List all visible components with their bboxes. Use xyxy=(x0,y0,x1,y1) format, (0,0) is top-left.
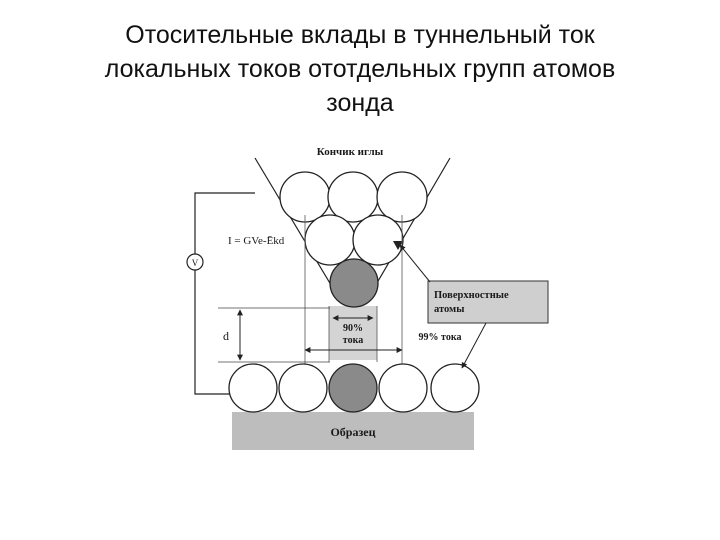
tip-apex-atom xyxy=(329,258,379,308)
title-line-3: зонда xyxy=(326,89,394,117)
sample-block xyxy=(232,412,474,450)
surface-atoms-box xyxy=(427,280,549,324)
tip-atom xyxy=(352,214,404,266)
sample-active-atom xyxy=(328,363,378,413)
sample-atom xyxy=(278,363,328,413)
sample-atom xyxy=(228,363,278,413)
current-99-label: 99% тока xyxy=(419,332,462,343)
tip-atom xyxy=(304,214,356,266)
circuit-wire xyxy=(194,192,255,395)
title-line-2: локальных токов ототдельных групп атомов xyxy=(104,55,616,83)
tip-cone-left xyxy=(254,157,341,301)
voltmeter-label: V xyxy=(192,258,199,268)
current-90-label: 90% xyxy=(343,323,363,334)
current-formula: I = GVe-Ēkd xyxy=(228,235,285,247)
sample-atom xyxy=(430,363,480,413)
pointer-arrow-to-tip xyxy=(399,244,431,283)
distance-label: d xyxy=(223,329,229,343)
tip-cone-right xyxy=(366,157,451,301)
tip-atom xyxy=(376,171,428,223)
tip-label: Кончик иглы xyxy=(317,146,384,158)
surface-atoms-label-line2: атомы xyxy=(434,304,464,315)
title-line-1: Отосительные вклады в туннельный ток xyxy=(125,21,595,49)
surface-atom-marker xyxy=(393,241,403,250)
tip-atom xyxy=(327,171,379,223)
tip-atom xyxy=(279,171,331,223)
current-90-label-unit: тока xyxy=(343,335,363,346)
voltmeter-symbol xyxy=(186,253,204,271)
sample-label: Образец xyxy=(330,425,375,439)
slide-title: Отосительные вклады в туннельный ток лок… xyxy=(40,18,680,120)
pointer-arrow-to-sample xyxy=(461,322,487,369)
surface-atoms-label-line1: Поверхностные xyxy=(434,290,509,301)
sample-atom xyxy=(378,363,428,413)
